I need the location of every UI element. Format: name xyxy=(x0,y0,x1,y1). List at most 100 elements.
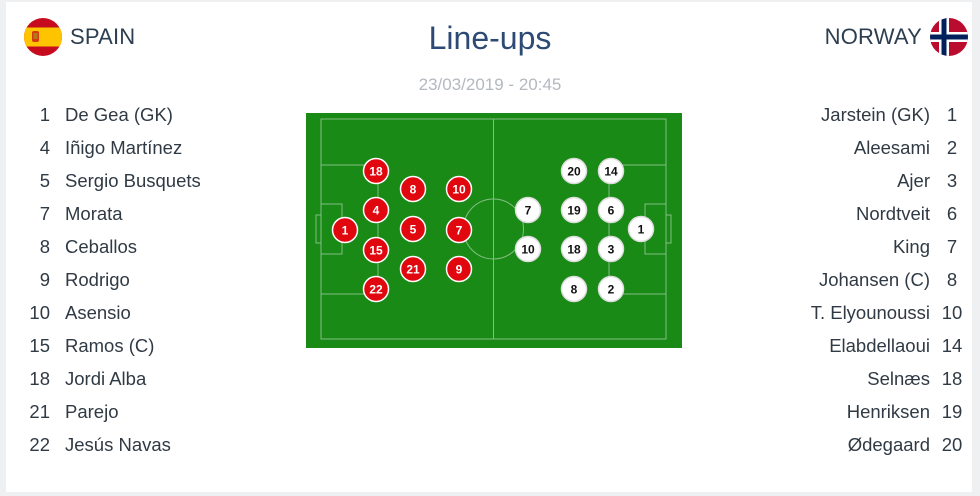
player-number: 8 xyxy=(39,235,50,257)
player-marker-number: 8 xyxy=(410,183,417,197)
player-marker: 2 xyxy=(597,275,625,303)
player-marker-number: 5 xyxy=(410,223,417,237)
player-number: 2 xyxy=(946,136,958,158)
player-marker: 7 xyxy=(445,216,473,244)
home-team-header: SPAIN xyxy=(24,18,135,56)
player-marker: 20 xyxy=(560,157,588,185)
player-name: Iñigo Martínez xyxy=(65,136,183,158)
player-marker-number: 18 xyxy=(369,165,383,179)
player-marker-number: 8 xyxy=(571,283,578,297)
player-marker-number: 3 xyxy=(608,243,615,257)
player-marker-number: 6 xyxy=(608,204,615,218)
player-marker-number: 20 xyxy=(567,165,581,179)
player-name: Asensio xyxy=(65,301,131,323)
player-marker: 10 xyxy=(514,235,542,263)
player-number: 6 xyxy=(946,202,958,224)
player-marker: 22 xyxy=(362,275,390,303)
spain-flag-icon xyxy=(24,18,62,56)
away-team-header: NORWAY xyxy=(825,18,968,56)
player-number: 18 xyxy=(941,367,963,389)
player-marker: 8 xyxy=(399,175,427,203)
player-marker: 8 xyxy=(560,275,588,303)
player-marker: 6 xyxy=(597,196,625,224)
player-name: Jarstein (GK) xyxy=(821,103,930,125)
player-number: 18 xyxy=(29,367,50,389)
player-number: 9 xyxy=(39,268,50,290)
player-marker: 7 xyxy=(514,196,542,224)
player-name: King xyxy=(892,235,930,257)
player-number: 22 xyxy=(29,433,50,455)
player-marker: 10 xyxy=(445,175,473,203)
player-number: 7 xyxy=(39,202,50,224)
player-name: Aleesami xyxy=(853,136,930,158)
list-item: King 7 xyxy=(811,230,980,263)
player-marker-number: 7 xyxy=(525,204,532,218)
away-lineup-list: Jarstein (GK) 1 Aleesami 2 Ajer 3 Nordtveit… xyxy=(811,98,980,461)
player-name: Ajer xyxy=(897,169,930,191)
player-marker-number: 4 xyxy=(373,204,380,218)
player-number: 21 xyxy=(29,400,50,422)
player-number: 20 xyxy=(941,433,963,455)
player-marker-number: 1 xyxy=(342,224,349,238)
player-number: 10 xyxy=(29,301,50,323)
player-marker: 14 xyxy=(597,157,625,185)
home-markers: 18 8 10 1 4 5 7 15 21 9 22 xyxy=(331,157,473,303)
player-marker-number: 1 xyxy=(638,223,645,237)
player-number: 7 xyxy=(946,235,958,257)
player-marker: 1 xyxy=(331,216,359,244)
player-marker: 21 xyxy=(399,255,427,283)
player-name: Morata xyxy=(65,202,123,224)
player-number: 10 xyxy=(941,301,963,323)
player-number: 14 xyxy=(941,334,963,356)
player-marker: 18 xyxy=(362,157,390,185)
player-name: Jesús Navas xyxy=(65,433,171,455)
player-name: Rodrigo xyxy=(65,268,130,290)
player-number: 19 xyxy=(941,400,963,422)
player-number: 1 xyxy=(39,103,50,125)
list-item: 8 Ceballos xyxy=(0,230,201,263)
list-item: 9 Rodrigo xyxy=(0,263,201,296)
player-number: 1 xyxy=(946,103,958,125)
home-team-name: SPAIN xyxy=(70,24,136,49)
player-name: Elabdellaoui xyxy=(829,334,930,356)
list-item: Johansen (C)8 xyxy=(811,263,980,296)
page-title: Line-ups xyxy=(428,20,552,56)
list-item: 7 Morata xyxy=(0,197,201,230)
match-datetime: 23/03/2019 - 20:45 xyxy=(418,75,562,94)
player-number: 3 xyxy=(946,169,958,191)
player-number: 4 xyxy=(39,136,50,158)
player-marker-number: 9 xyxy=(456,263,463,277)
player-marker: 1 xyxy=(627,215,655,243)
list-item: Nordtveit 6 xyxy=(811,197,980,230)
player-name: Ceballos xyxy=(65,235,137,257)
player-marker-number: 14 xyxy=(604,165,618,179)
list-item: T. Elyounoussi 10 xyxy=(811,296,980,329)
player-name: Sergio Busquets xyxy=(65,169,201,191)
player-name: Nordtveit xyxy=(855,202,930,224)
norway-flag-icon xyxy=(930,18,968,56)
player-name: T. Elyounoussi xyxy=(810,301,930,323)
list-item: Ødegaard 20 xyxy=(811,428,980,461)
list-item: 4 Iñigo Martínez xyxy=(0,131,201,164)
player-name: Johansen (C) xyxy=(818,268,930,290)
player-marker: 3 xyxy=(597,235,625,263)
pitch-lines xyxy=(315,118,672,340)
pitch-grass xyxy=(306,113,682,348)
player-marker: 9 xyxy=(445,255,473,283)
player-name: Henriksen xyxy=(846,400,930,422)
player-name: Ødegaard xyxy=(847,433,930,455)
list-item: Jarstein (GK) 1 xyxy=(811,98,980,131)
list-item: 22 Jesús Navas xyxy=(0,428,201,461)
player-marker: 19 xyxy=(560,196,588,224)
list-item: Henriksen 19 xyxy=(811,395,980,428)
player-marker-number: 2 xyxy=(608,283,615,297)
player-marker: 15 xyxy=(362,236,390,264)
player-marker-number: 21 xyxy=(406,263,420,277)
